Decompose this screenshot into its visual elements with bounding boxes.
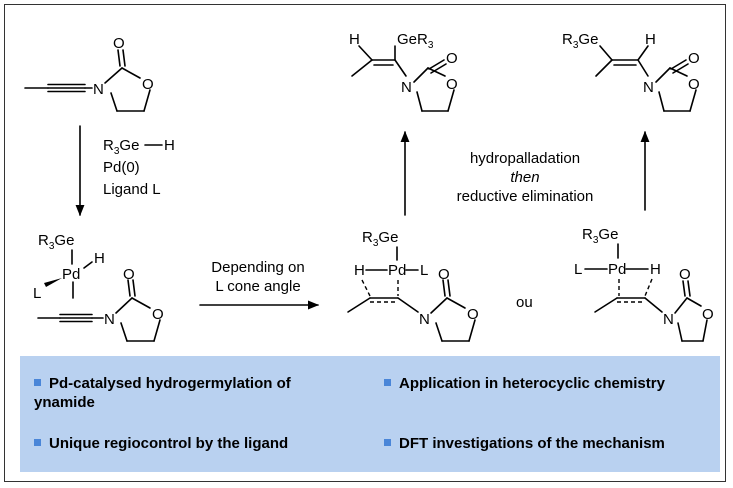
atom-label: O bbox=[152, 306, 164, 323]
reagent-h: H bbox=[164, 137, 175, 154]
highlight-item: DFT investigations of the mechanism bbox=[384, 434, 665, 453]
atom-label: N bbox=[419, 311, 430, 328]
scheme-frame bbox=[4, 4, 726, 482]
atom-label: O bbox=[702, 306, 714, 323]
atom-label: H bbox=[645, 31, 656, 48]
intermediate-alpha-structure: R3Ge H Pd L N O O bbox=[347, 229, 479, 342]
atom-label: O bbox=[142, 76, 154, 93]
reagent-catalyst: Pd(0) bbox=[103, 159, 140, 176]
mechanism-label: hydropalladation bbox=[470, 150, 580, 167]
svg-text:R3Ge: R3Ge bbox=[362, 229, 398, 249]
svg-text:R3Ge: R3Ge bbox=[582, 226, 618, 246]
highlight-item: Unique regiocontrol by the ligand bbox=[34, 434, 288, 453]
atom-label: H bbox=[650, 261, 661, 278]
atom-label: N bbox=[104, 311, 115, 328]
atom-label: Pd bbox=[62, 266, 80, 283]
bullet-icon bbox=[34, 379, 41, 386]
reagent-ligand: Ligand L bbox=[103, 181, 161, 198]
svg-text:R3Ge: R3Ge bbox=[103, 137, 139, 157]
highlight-item: Pd-catalysed hydrogermylation of ynamide bbox=[34, 375, 291, 411]
atom-label: H bbox=[94, 250, 105, 267]
atom-label: O bbox=[688, 76, 700, 93]
atom-label: O bbox=[467, 306, 479, 323]
atom-label: N bbox=[93, 81, 104, 98]
bullet-icon bbox=[384, 439, 391, 446]
atom-label: L bbox=[574, 261, 582, 278]
reagents: R3Ge H Pd(0) Ligand L bbox=[103, 137, 175, 198]
atom-label: N bbox=[663, 311, 674, 328]
ynamide-structure: N O O bbox=[24, 35, 154, 112]
pd-complex-structure: R3Ge Pd H L N O O bbox=[33, 232, 164, 342]
svg-text:GeR3: GeR3 bbox=[397, 31, 434, 51]
atom-label: O bbox=[446, 76, 458, 93]
intermediate-beta-structure: R3Ge L Pd H N O O bbox=[574, 226, 714, 342]
or-label: ou bbox=[516, 294, 533, 311]
pathway-label: Depending on bbox=[211, 259, 304, 276]
atom-label: L bbox=[420, 262, 428, 279]
highlights-panel: Pd-catalysed hydrogermylation of ynamide… bbox=[20, 356, 720, 472]
mechanism-label: then bbox=[510, 169, 539, 186]
highlight-item: Application in heterocyclic chemistry bbox=[384, 374, 665, 393]
atom-label: N bbox=[643, 79, 654, 96]
atom-label: O bbox=[123, 266, 135, 283]
svg-text:R3Ge: R3Ge bbox=[38, 232, 74, 252]
atom-label: H bbox=[349, 31, 360, 48]
atom-label: N bbox=[401, 79, 412, 96]
atom-label: Pd bbox=[388, 262, 406, 279]
svg-text:R3Ge: R3Ge bbox=[562, 31, 598, 51]
reagent-label: R bbox=[103, 137, 114, 154]
atom-label: O bbox=[113, 35, 125, 52]
atom-label: O bbox=[679, 266, 691, 283]
atom-label: Pd bbox=[608, 261, 626, 278]
atom-label: O bbox=[688, 50, 700, 67]
product-alpha-structure: H GeR3 N O O bbox=[349, 31, 458, 112]
atom-label: O bbox=[446, 50, 458, 67]
atom-label: H bbox=[354, 262, 365, 279]
atom-label: L bbox=[33, 285, 41, 302]
bullet-icon bbox=[384, 379, 391, 386]
product-beta-structure: R3Ge H N O O bbox=[562, 31, 700, 112]
bullet-icon bbox=[34, 439, 41, 446]
atom-label: O bbox=[438, 266, 450, 283]
pathway-label: L cone angle bbox=[215, 278, 300, 295]
mechanism-label: reductive elimination bbox=[457, 188, 594, 205]
